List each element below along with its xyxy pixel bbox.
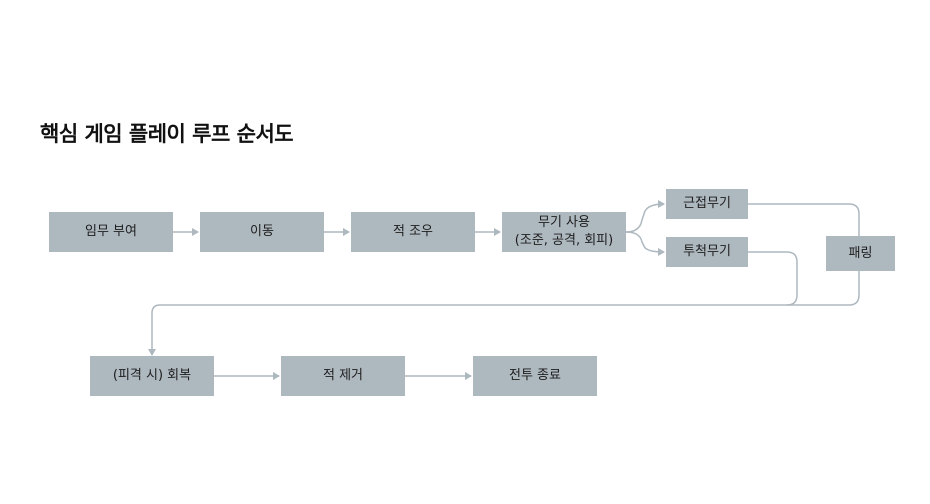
node-kill: 적 제거: [281, 356, 405, 396]
node-end: 전투 종료: [473, 356, 597, 396]
node-aim-label: 적 조우: [392, 224, 433, 239]
node-weapon-label-line1: 무기 사용: [538, 215, 590, 230]
node-weapon-label-line2: (조준, 공격, 회피): [514, 233, 614, 248]
node-aim: 적 조우: [351, 212, 475, 252]
node-melee: 근접무기: [666, 189, 748, 219]
node-move: 이동: [200, 212, 324, 252]
node-mission: 임무 부여: [49, 212, 173, 252]
node-parry: 패링: [826, 236, 895, 271]
node-weapon: 무기 사용 (조준, 공격, 회피): [502, 212, 626, 252]
arrow-merge-to-heal: [148, 304, 161, 356]
arrow-weapon-to-throw: [625, 231, 665, 256]
node-melee-label: 근접무기: [683, 196, 731, 211]
diagram-title: 핵심 게임 플레이 루프 순서도: [40, 122, 294, 146]
node-kill-label: 적 제거: [322, 368, 363, 383]
arrow-weapon-to-melee: [625, 200, 665, 233]
node-end-label: 전투 종료: [509, 368, 561, 383]
node-heal: (피격 시) 회복: [90, 356, 214, 396]
node-mission-label: 임무 부여: [85, 224, 137, 239]
node-throw: 투척무기: [666, 237, 748, 267]
node-move-label: 이동: [250, 224, 274, 239]
node-throw-label: 투척무기: [683, 244, 731, 259]
node-parry-label: 패링: [848, 245, 873, 261]
node-heal-label: (피격 시) 회복: [112, 368, 192, 383]
line-throw-to-merge: [748, 251, 798, 306]
